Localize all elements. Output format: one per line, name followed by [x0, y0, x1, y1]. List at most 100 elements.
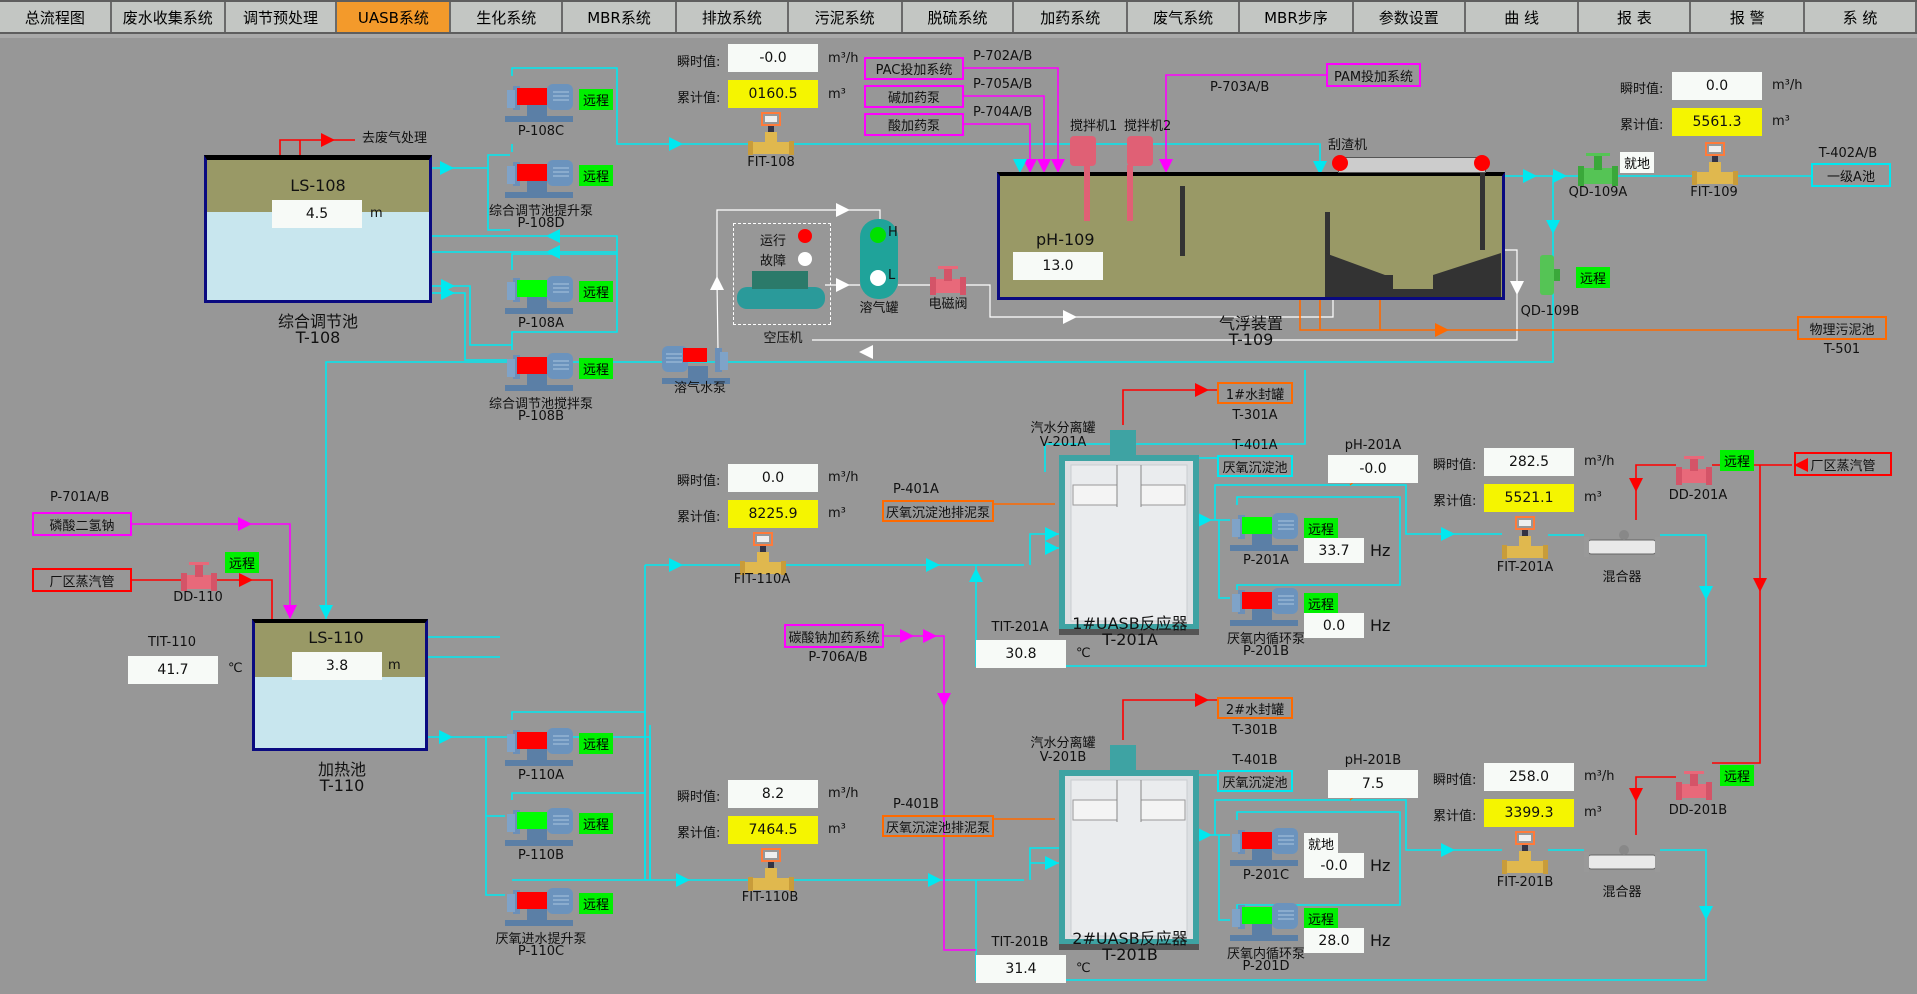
t108-name: 综合调节池: [277, 312, 359, 331]
pump-desc: 厌氧内循环泵: [1226, 632, 1306, 647]
pump-desc: 综合调节池搅拌泵: [488, 397, 594, 412]
steam-valve-icon[interactable]: [1676, 455, 1712, 487]
qd109b-valve-icon[interactable]: [1536, 255, 1562, 295]
tab-8[interactable]: 脱硫系统: [902, 2, 1015, 32]
settle-tank-link[interactable]: 厌氧沉淀池: [1217, 770, 1293, 792]
pipe-line: [432, 154, 510, 169]
chem-dosing-link[interactable]: PAC投加系统: [864, 57, 964, 80]
tab-12[interactable]: 参数设置: [1353, 2, 1466, 32]
ls110-value: 3.8: [292, 652, 382, 680]
mixer1-motor-icon[interactable]: [1070, 136, 1096, 166]
qd109b-tag: QD-109B: [1520, 304, 1580, 319]
water-seal-link[interactable]: 2#水封罐: [1217, 697, 1293, 719]
pump-mode-badge[interactable]: 远程: [1304, 518, 1339, 539]
pump-mode-badge[interactable]: 远程: [1304, 908, 1339, 929]
mixer2-motor-icon[interactable]: [1127, 136, 1153, 166]
flow-arrow-icon: [440, 161, 454, 175]
sludge-pump-link[interactable]: 厌氧沉淀池排泥泵: [882, 815, 994, 837]
t402-link[interactable]: 一级A池: [1811, 163, 1891, 187]
pump-mode-badge[interactable]: 就地: [1304, 833, 1339, 854]
tab-2[interactable]: 调节预处理: [225, 2, 338, 32]
low-level-indicator: [870, 270, 886, 286]
tab-16[interactable]: 系 统: [1805, 2, 1917, 32]
tab-1[interactable]: 废水收集系统: [111, 2, 226, 32]
flow-arrow-icon: [710, 276, 724, 290]
sludge-pump-label: 厌氧沉淀池排泥泵: [885, 820, 990, 836]
flowmeter-icon: [1502, 516, 1548, 562]
tab-0[interactable]: 总流程图: [0, 2, 112, 32]
flow-arrow-icon: [1198, 513, 1212, 527]
reactor-name: 2#UASB反应器: [1072, 929, 1188, 948]
dd110-valve-icon[interactable]: [181, 561, 217, 593]
pump-frequency-value: 28.0: [1304, 928, 1364, 953]
flow-arrow-icon: [1013, 159, 1027, 173]
flow-arrow-icon: [238, 517, 252, 531]
pump-mode-badge[interactable]: 远程: [579, 893, 614, 914]
pam-pump-tag: P-703A/B: [1210, 80, 1270, 95]
pump-tag: P-201A: [1243, 553, 1289, 568]
flow-arrow-icon: [1023, 159, 1037, 173]
chem-dosing-link[interactable]: 碱加药泵: [864, 85, 964, 108]
pump-mode-badge[interactable]: 远程: [579, 165, 614, 186]
fit110a-instant-value: 0.0: [728, 464, 818, 492]
compressor-icon[interactable]: [737, 287, 825, 309]
run-indicator-icon: [798, 229, 812, 243]
ls110-unit: m: [388, 658, 401, 673]
flow-arrow-icon: [926, 558, 940, 572]
pump-mode-badge[interactable]: 远程: [579, 813, 614, 834]
steam-valve-mode[interactable]: 远程: [1720, 765, 1755, 786]
p706-link[interactable]: 碳酸钠加药系统: [784, 624, 884, 648]
t108-level-unit: m: [370, 206, 383, 221]
pump-tag: P-110B: [518, 848, 564, 863]
flow-arrow-icon: [1441, 527, 1455, 541]
fit109-total-unit: m³: [1772, 114, 1790, 129]
tab-4[interactable]: 生化系统: [451, 2, 564, 32]
flow-arrow-icon: [836, 203, 850, 217]
t110-name: 加热池: [317, 760, 367, 779]
dd110-mode[interactable]: 远程: [225, 552, 260, 573]
steam110-link[interactable]: 厂区蒸汽管: [32, 568, 132, 592]
tab-3[interactable]: UASB系统: [337, 2, 452, 32]
compressor-fault-label: 故障: [760, 254, 787, 269]
pam-dosing-link[interactable]: PAM投加系统: [1326, 63, 1421, 87]
steam201-link[interactable]: 厂区蒸汽管: [1794, 452, 1892, 476]
settle-tank-link[interactable]: 厌氧沉淀池: [1217, 455, 1293, 477]
t501-link[interactable]: 物理污泥池: [1797, 316, 1887, 340]
pipe-line: [1635, 464, 1676, 520]
flow-arrow-icon: [1523, 169, 1537, 183]
p701-link[interactable]: 磷酸二氢钠: [32, 512, 132, 536]
pump-mode-badge[interactable]: 远程: [579, 358, 614, 379]
tab-14[interactable]: 报 表: [1579, 2, 1692, 32]
mixer2-label: 搅拌机2: [1124, 119, 1172, 134]
steam-valve-mode[interactable]: 远程: [1720, 450, 1755, 471]
tab-9[interactable]: 加药系统: [1014, 2, 1129, 32]
pipe-line: [1122, 389, 1217, 425]
pump-mode-badge[interactable]: 远程: [579, 281, 614, 302]
pump-status-stopped: [517, 732, 547, 749]
pump-mode-badge[interactable]: 远程: [1304, 593, 1339, 614]
tab-15[interactable]: 报 警: [1691, 2, 1806, 32]
steam-valve-icon[interactable]: [1676, 770, 1712, 802]
sludge-pump-link[interactable]: 厌氧沉淀池排泥泵: [882, 500, 994, 522]
water-seal-link[interactable]: 1#水封罐: [1217, 382, 1293, 404]
tab-10[interactable]: 废气系统: [1128, 2, 1241, 32]
pump-mode-badge[interactable]: 远程: [579, 733, 614, 754]
qd109a-valve-icon[interactable]: [1578, 152, 1618, 188]
tab-13[interactable]: 曲 线: [1465, 2, 1580, 32]
scraper-icon[interactable]: [1338, 157, 1486, 173]
tab-11[interactable]: MBR步序: [1240, 2, 1354, 32]
flow-arrow-icon: [669, 558, 683, 572]
chem-dosing-link[interactable]: 酸加药泵: [864, 113, 964, 136]
reactor-name: 1#UASB反应器: [1072, 614, 1188, 633]
pump-mode-badge[interactable]: 远程: [579, 89, 614, 110]
tab-7[interactable]: 污泥系统: [788, 2, 903, 32]
tab-6[interactable]: 排放系统: [676, 2, 789, 32]
fault-indicator-icon: [798, 252, 812, 266]
qd109b-mode[interactable]: 远程: [1576, 267, 1611, 288]
flow-arrow-icon: [283, 605, 297, 619]
tab-5[interactable]: MBR系统: [563, 2, 677, 32]
sludge-pump-label: 厌氧沉淀池排泥泵: [885, 505, 990, 521]
flow-arrow-icon: [900, 629, 914, 643]
ph-value: -0.0: [1328, 455, 1418, 483]
